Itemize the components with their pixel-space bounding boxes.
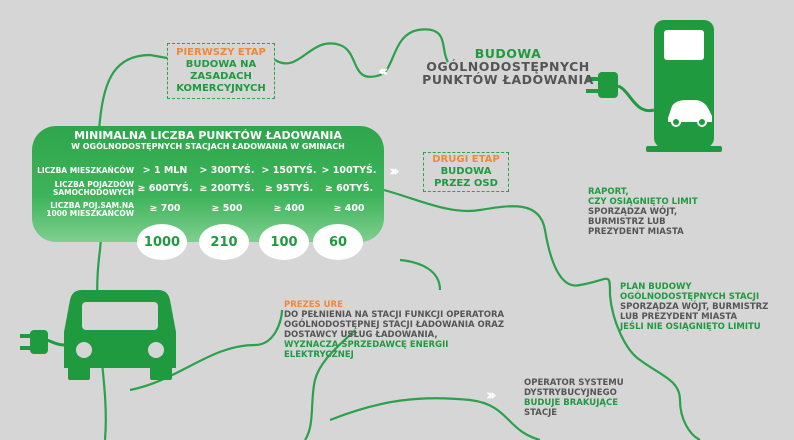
- build-title-line: PUNKTÓW ŁADOWANIA: [422, 72, 594, 87]
- build-title-line: BUDOWA: [474, 46, 542, 61]
- ure-line: ELEKTRYCZNEJ: [284, 350, 354, 360]
- operator-line: STACJE: [524, 408, 558, 418]
- plan-note: PLAN BUDOWY OGÓLNODOSTĘPNYCH STACJI SPOR…: [620, 282, 790, 332]
- first-stage-box: PIERWSZY ETAP BUDOWA NA ZASADACH KOMERCY…: [167, 43, 275, 99]
- ure-president-label: PREZES URE: [284, 300, 343, 310]
- charging-points-count: 1000: [137, 224, 187, 260]
- row-value: > 300TYŚ.: [199, 165, 255, 176]
- report-line: RAPORT,: [588, 187, 629, 197]
- plan-line: JEŚLI NIE OSIĄGNIĘTO LIMITU: [620, 322, 761, 332]
- row-label-line: 1000 MIESZKAŃCÓW: [46, 209, 134, 218]
- row-label-line: LICZBA MIESZKAŃCÓW: [37, 166, 134, 175]
- second-stage-label: DRUGI ETAP: [432, 154, 500, 165]
- row-label: LICZBA MIESZKAŃCÓW: [34, 167, 134, 175]
- first-stage-label: PIERWSZY ETAP: [176, 47, 266, 58]
- plug-icon: [20, 330, 48, 354]
- panel-subtitle: W OGÓLNODOSTĘPNYCH STACJACH ŁADOWANIA W …: [71, 142, 345, 151]
- report-line: CZY OSIĄGNIĘTO LIMIT: [588, 197, 698, 207]
- report-line: BURMISTRZ LUB: [588, 217, 666, 227]
- operator-line: DYSTRYBUCYJNEGO: [524, 388, 617, 398]
- row-value: ≥ 400: [333, 203, 365, 214]
- row-label: LICZBA POJ.SAM.NA 1000 MIESZKAŃCÓW: [34, 202, 134, 218]
- report-line: PREZYDENT MIASTA: [588, 227, 684, 237]
- row-value: ≥ 500: [211, 203, 243, 214]
- ure-line: OGÓLNODOSTĘPNEJ STACJI ŁADOWANIA ORAZ: [284, 320, 505, 330]
- plug-icon: [586, 72, 618, 98]
- ure-line: WYZNACZA SPRZEDAWCĘ ENERGII: [284, 340, 449, 350]
- row-value: > 1 MLN: [142, 165, 188, 176]
- report-line: SPORZĄDZA WÓJT,: [588, 207, 678, 217]
- row-value: > 100TYŚ.: [321, 165, 377, 176]
- row-value: ≥ 400: [273, 203, 305, 214]
- public-charging-build-title: BUDOWA OGÓLNODOSTĘPNYCH PUNKTÓW ŁADOWANI…: [413, 47, 603, 86]
- operator-line: OPERATOR SYSTEMU: [524, 378, 624, 388]
- chevron-arrows-icon: ›››: [389, 162, 399, 180]
- build-title-line: OGÓLNODOSTĘPNYCH: [426, 59, 590, 74]
- plan-line: SPORZĄDZA WÓJT, BURMISTRZ: [620, 302, 769, 312]
- operator-note: OPERATOR SYSTEMU DYSTRYBUCYJNEGO BUDUJE …: [524, 378, 654, 418]
- report-note: RAPORT, CZY OSIĄGNIĘTO LIMIT SPORZĄDZA W…: [588, 187, 748, 237]
- row-value: ≥ 700: [149, 203, 181, 214]
- chevron-arrows-icon: ›››: [486, 386, 496, 404]
- row-label: LICZBA POJAZDÓW SAMOCHODOWYCH: [34, 181, 134, 197]
- first-stage-line: KOMERCYJNYCH: [176, 83, 266, 94]
- chevron-arrows-icon: ‹‹‹: [378, 62, 388, 80]
- second-stage-line: BUDOWA: [440, 166, 492, 177]
- row-value: ≥ 95TYŚ.: [264, 183, 314, 194]
- second-stage-box: DRUGI ETAP BUDOWA PRZEZ OSD: [423, 152, 509, 192]
- first-stage-line: BUDOWA NA: [185, 59, 257, 70]
- row-label-line: LICZBA POJ.SAM.NA: [50, 201, 134, 210]
- row-value: ≥ 600TYŚ.: [137, 183, 193, 194]
- plan-line: OGÓLNODOSTĘPNYCH STACJI: [620, 292, 760, 302]
- ure-line: DOSTAWCY USŁUG ŁADOWANIA,: [284, 330, 438, 340]
- charging-points-count: 210: [199, 224, 249, 260]
- panel-title: MINIMALNA LICZBA PUNKTÓW ŁADOWANIA: [74, 129, 342, 142]
- row-label-line: SAMOCHODOWYCH: [52, 188, 134, 197]
- operator-line: BUDUJE BRAKUJĄCE: [524, 398, 618, 408]
- charging-station-icon: [617, 20, 722, 152]
- charging-points-count: 100: [259, 224, 309, 260]
- ure-line: DO PEŁNIENIA NA STACJI FUNKCJI OPERATORA: [284, 310, 505, 320]
- plan-line: LUB PREZYDENT MIASTA: [620, 312, 738, 322]
- row-value: > 150TYŚ.: [261, 165, 317, 176]
- ure-president-note: PREZES URE DO PEŁNIENIA NA STACJI FUNKCJ…: [284, 300, 524, 360]
- row-label-line: LICZBA POJAZDÓW: [54, 180, 134, 189]
- row-value: ≥ 200TYŚ.: [199, 183, 255, 194]
- charging-points-count: 60: [313, 224, 363, 260]
- first-stage-line: ZASADACH: [190, 71, 252, 82]
- row-value: ≥ 60TYŚ.: [324, 183, 374, 194]
- plan-line: PLAN BUDOWY: [620, 282, 692, 292]
- car-icon: [45, 290, 176, 380]
- second-stage-line: PRZEZ OSD: [434, 178, 498, 189]
- minimum-charging-points-panel: [32, 126, 384, 242]
